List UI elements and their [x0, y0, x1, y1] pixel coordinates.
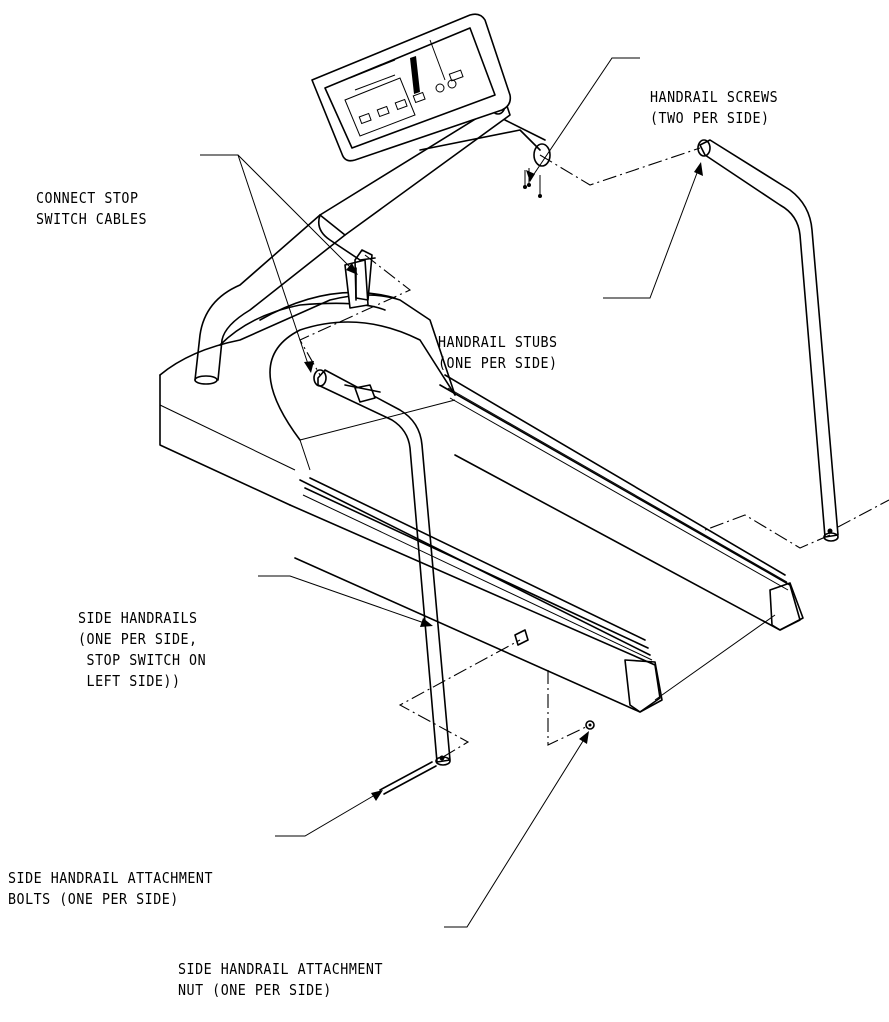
handrail-screws-line-2: (TWO PER SIDE): [650, 109, 770, 127]
left-side-handrail: [313, 369, 451, 766]
handrail-stubs-label: HANDRAIL STUBS (ONE PER SIDE): [438, 290, 558, 395]
assembly-center-lines: [299, 147, 889, 758]
attachment-nut-label: SIDE HANDRAIL ATTACHMENT NUT (ONE PER SID…: [178, 917, 383, 1022]
console-and-uprights: [194, 13, 551, 385]
handrail-stubs-line-2: (ONE PER SIDE): [438, 354, 558, 372]
handrail-screws-line-1: HANDRAIL SCREWS: [650, 88, 779, 106]
treadmill-assembly-drawing: [159, 13, 889, 928]
leader-lines: [200, 57, 703, 928]
connect-stop-label: CONNECT STOP SWITCH CABLES: [36, 146, 147, 251]
connect-stop-line-1: CONNECT STOP: [36, 189, 139, 207]
attachment-bolts-line-2: BOLTS (ONE PER SIDE): [8, 890, 179, 908]
attachment-hardware: [379, 629, 595, 795]
attachment-bolts-line-1: SIDE HANDRAIL ATTACHMENT: [8, 869, 214, 887]
right-side-handrail: [697, 139, 839, 542]
side-handrails-line-2: (ONE PER SIDE,: [78, 630, 198, 648]
attachment-nut-line-1: SIDE HANDRAIL ATTACHMENT: [178, 960, 384, 978]
attachment-bolts-label: SIDE HANDRAIL ATTACHMENT BOLTS (ONE PER S…: [8, 826, 213, 931]
side-handrails-label: SIDE HANDRAILS (ONE PER SIDE, STOP SWITCH…: [78, 566, 206, 713]
handrail-screws-label: HANDRAIL SCREWS (TWO PER SIDE): [650, 45, 778, 150]
side-handrails-line-1: SIDE HANDRAILS: [78, 609, 198, 627]
handrail-stub-and-screws: [354, 168, 542, 301]
side-handrails-line-3: STOP SWITCH ON: [78, 651, 207, 669]
connect-stop-line-2: SWITCH CABLES: [36, 210, 148, 228]
attachment-nut-line-2: NUT (ONE PER SIDE): [178, 981, 332, 999]
handrail-stubs-line-1: HANDRAIL STUBS: [438, 333, 558, 351]
side-handrails-line-4: LEFT SIDE)): [78, 672, 181, 690]
